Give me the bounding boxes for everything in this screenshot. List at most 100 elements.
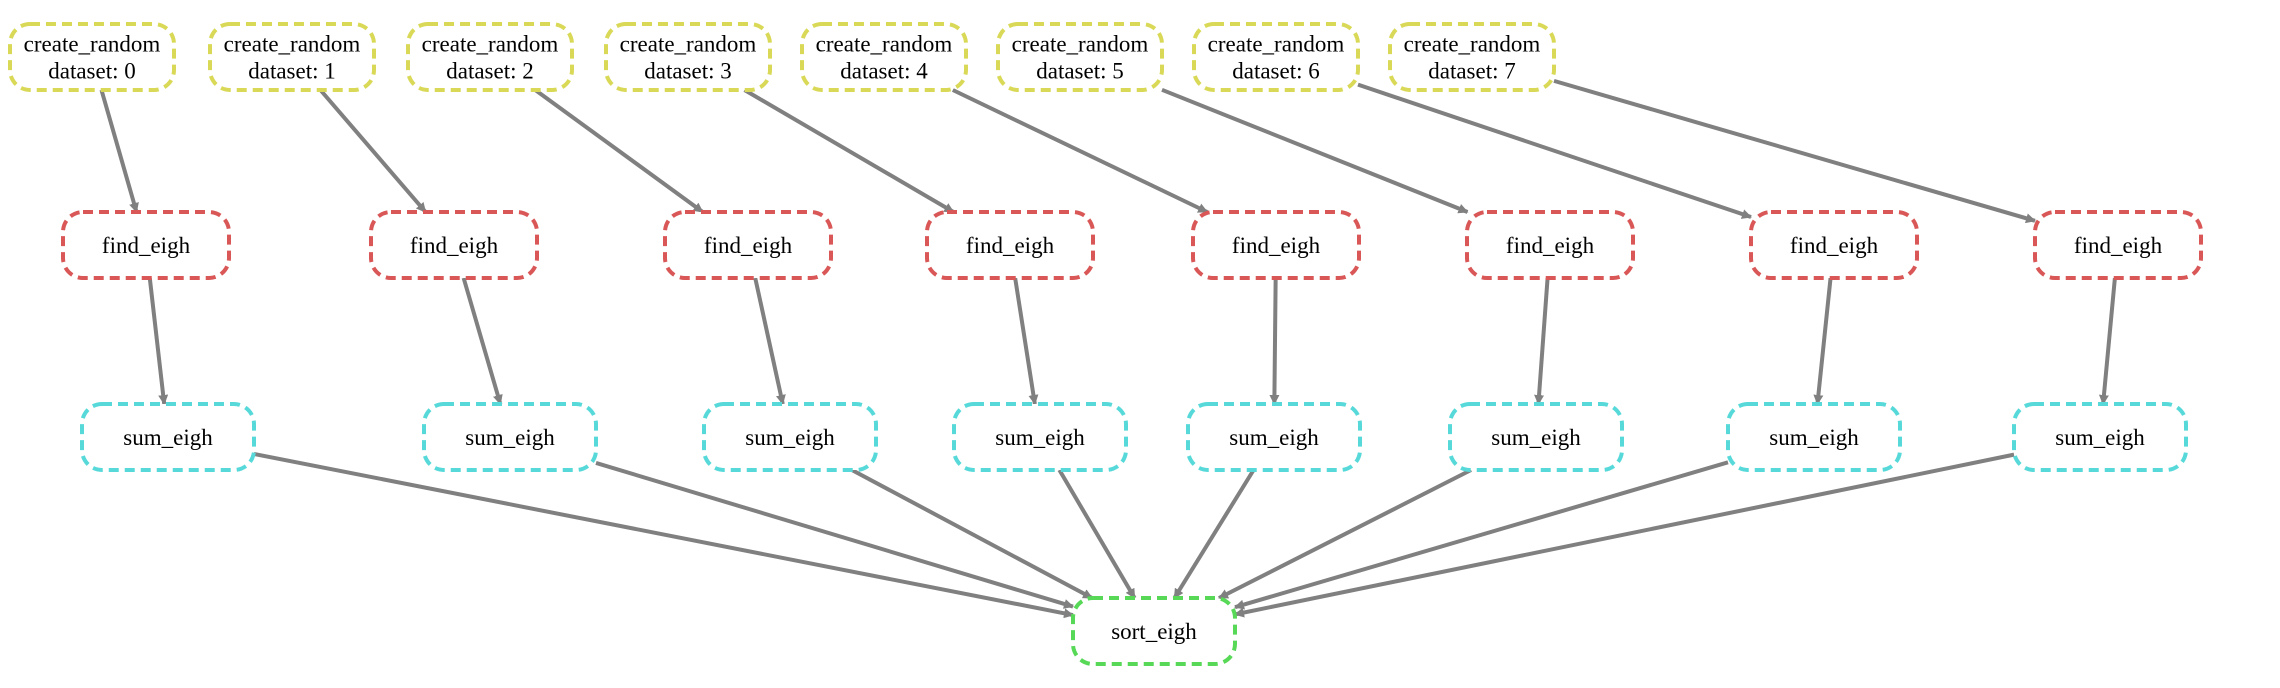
node-find-eigh-1: find_eigh (369, 210, 539, 280)
edge-sum_eigh-4-to-sort_eigh (1172, 468, 1256, 600)
edge-find_eigh-7-to-sum_eigh-7 (2098, 277, 2117, 405)
node-sort-eigh-label: sort_eigh (1111, 619, 1197, 644)
edge-find_eigh-0-to-sum_eigh-0 (147, 277, 169, 405)
edge-sum_eigh-7-to-sort_eigh (1234, 452, 2015, 618)
node-sum-eigh-7-box (2012, 402, 2188, 472)
node-sum-eigh-7: sum_eigh (2012, 402, 2188, 472)
node-find-eigh-0-box (61, 210, 231, 280)
node-create-random-1-label-line2: dataset: 1 (248, 59, 336, 84)
edge-create_random-7-to-find_eigh-7 (1553, 78, 2036, 224)
edge-create_random-3-to-find_eigh-3 (743, 88, 955, 214)
node-sum-eigh-0-label: sum_eigh (123, 425, 213, 450)
node-sum-eigh-1-box (422, 402, 598, 472)
node-sum-eigh-6-box (1726, 402, 1902, 472)
node-find-eigh-3-label: find_eigh (966, 233, 1055, 258)
node-sum-eigh-3-box (952, 402, 1128, 472)
node-create-random-1-box (208, 22, 376, 92)
node-create-random-4-label-line2: dataset: 4 (840, 59, 928, 84)
node-find-eigh-2-label: find_eigh (704, 233, 793, 258)
node-create-random-0-label-line2: dataset: 0 (48, 59, 136, 84)
node-find-eigh-1-box (369, 210, 539, 280)
node-create-random-5-box (996, 22, 1164, 92)
node-create-random-7-label-line2: dataset: 7 (1428, 59, 1516, 84)
edge-find_eigh-6-to-sum_eigh-6 (1813, 277, 1833, 405)
edge-find_eigh-4-to-sum_eigh-4 (1269, 277, 1280, 405)
node-find-eigh-5: find_eigh (1465, 210, 1635, 280)
edge-sum_eigh-1-to-sort_eigh (595, 460, 1074, 609)
node-find-eigh-2-box (663, 210, 833, 280)
node-sum-eigh-2-label: sum_eigh (745, 425, 835, 450)
node-find-eigh-6-box (1749, 210, 1919, 280)
node-sum-eigh-0-box (80, 402, 256, 472)
node-sum-eigh-5-label: sum_eigh (1491, 425, 1581, 450)
node-sum-eigh-6-label: sum_eigh (1769, 425, 1859, 450)
node-find-eigh-5-label: find_eigh (1506, 233, 1595, 258)
node-create-random-5-label-line1: create_random (1012, 32, 1149, 57)
node-sum-eigh-4-label: sum_eigh (1229, 425, 1319, 450)
node-find-eigh-6-label: find_eigh (1790, 233, 1879, 258)
node-create-random-3-box (604, 22, 772, 92)
node-create-random-2-box (406, 22, 574, 92)
edge-sum_eigh-2-to-sort_eigh (850, 468, 1094, 600)
node-create-random-6-box (1192, 22, 1360, 92)
node-create-random-7-label-line1: create_random (1404, 32, 1541, 57)
edge-find_eigh-5-to-sum_eigh-5 (1534, 277, 1550, 405)
node-find-eigh-0: find_eigh (61, 210, 231, 280)
node-sort-eigh: sort_eigh (1071, 596, 1237, 666)
edge-find_eigh-1-to-sum_eigh-1 (461, 277, 503, 405)
node-find-eigh-7-label: find_eigh (2074, 233, 2163, 258)
edge-create_random-1-to-find_eigh-1 (318, 88, 428, 214)
node-create-random-2-label-line1: create_random (422, 32, 559, 57)
node-find-eigh-6: find_eigh (1749, 210, 1919, 280)
edge-find_eigh-3-to-sum_eigh-3 (1013, 277, 1039, 405)
edges-layer (99, 78, 2117, 619)
node-find-eigh-3: find_eigh (925, 210, 1095, 280)
node-create-random-0-label-line1: create_random (24, 32, 161, 57)
edge-sum_eigh-6-to-sort_eigh (1234, 460, 1729, 610)
edge-find_eigh-2-to-sum_eigh-2 (753, 277, 786, 405)
node-find-eigh-3-box (925, 210, 1095, 280)
edge-create_random-2-to-find_eigh-2 (534, 88, 704, 214)
node-find-eigh-0-label: find_eigh (102, 233, 191, 258)
node-find-eigh-4: find_eigh (1191, 210, 1361, 280)
node-find-eigh-5-box (1465, 210, 1635, 280)
node-create-random-4-label-line1: create_random (816, 32, 953, 57)
node-create-random-2-label-line2: dataset: 2 (446, 59, 534, 84)
node-create-random-6-label-line1: create_random (1208, 32, 1345, 57)
node-create-random-7-box (1388, 22, 1556, 92)
node-sum-eigh-2: sum_eigh (702, 402, 878, 472)
node-find-eigh-2: find_eigh (663, 210, 833, 280)
node-sum-eigh-3: sum_eigh (952, 402, 1128, 472)
node-create-random-1-label-line1: create_random (224, 32, 361, 57)
node-sum-eigh-5-box (1448, 402, 1624, 472)
node-sum-eigh-7-label: sum_eigh (2055, 425, 2145, 450)
node-sum-eigh-5: sum_eigh (1448, 402, 1624, 472)
node-sum-eigh-0: sum_eigh (80, 402, 256, 472)
edge-sum_eigh-5-to-sort_eigh (1218, 468, 1472, 600)
node-find-eigh-4-label: find_eigh (1232, 233, 1321, 258)
node-create-random-6-label-line2: dataset: 6 (1232, 59, 1320, 84)
node-sum-eigh-1-label: sum_eigh (465, 425, 555, 450)
node-find-eigh-4-box (1191, 210, 1361, 280)
node-sum-eigh-4: sum_eigh (1186, 402, 1362, 472)
edge-create_random-4-to-find_eigh-4 (951, 88, 1209, 214)
edge-create_random-6-to-find_eigh-6 (1357, 82, 1752, 219)
node-sum-eigh-4-box (1186, 402, 1362, 472)
node-find-eigh-7-box (2033, 210, 2203, 280)
edge-sum_eigh-3-to-sort_eigh (1057, 468, 1137, 600)
node-create-random-5-label-line2: dataset: 5 (1036, 59, 1124, 84)
node-create-random-3-label-line2: dataset: 3 (644, 59, 732, 84)
node-create-random-3-label-line1: create_random (620, 32, 757, 57)
node-find-eigh-7: find_eigh (2033, 210, 2203, 280)
node-find-eigh-1-label: find_eigh (410, 233, 499, 258)
node-sum-eigh-3-label: sum_eigh (995, 425, 1085, 450)
node-create-random-0-box (8, 22, 176, 92)
node-sum-eigh-6: sum_eigh (1726, 402, 1902, 472)
